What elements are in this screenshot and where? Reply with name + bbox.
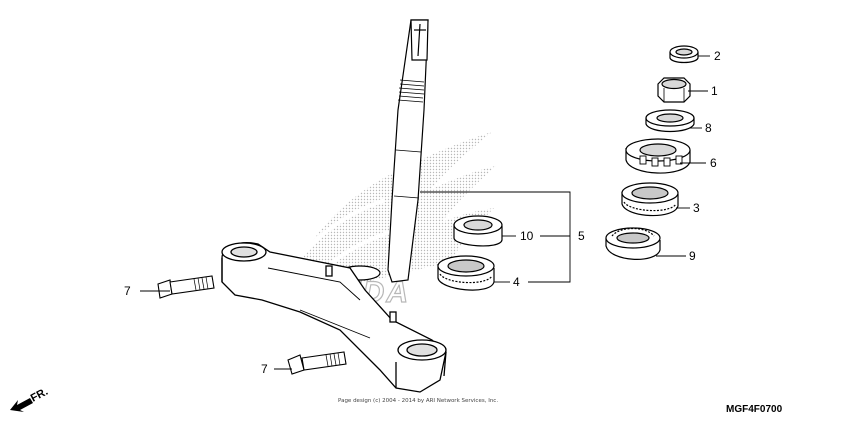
leader-lines (140, 55, 710, 370)
callout-2: 2 (714, 49, 721, 63)
callout-6: 6 (710, 156, 717, 170)
part-10-dust-seal (453, 215, 503, 247)
part-3-bearing (621, 182, 679, 217)
front-direction-marker: FR. (10, 386, 50, 412)
callout-7-lower: 7 (261, 362, 268, 376)
part-1-nut (657, 77, 691, 103)
callout-4: 4 (513, 275, 520, 289)
diagram-code: MGF4F0700 (726, 404, 783, 415)
bottom-bridge (221, 242, 447, 393)
callout-5: 5 (578, 229, 585, 243)
copyright-text: Page design (c) 2004 - 2014 by ARI Netwo… (338, 398, 498, 404)
bolt-7-lower (287, 351, 347, 375)
part-6-adjust-nut (625, 138, 691, 174)
part-4-bearing (437, 255, 495, 291)
callout-10: 10 (520, 229, 534, 243)
part-9-race (605, 227, 661, 260)
front-arrow-icon (10, 398, 33, 412)
callout-8: 8 (705, 121, 712, 135)
callout-9: 9 (689, 249, 696, 263)
part-8-lock-washer (645, 109, 695, 133)
callout-7-upper: 7 (124, 284, 131, 298)
callout-3: 3 (693, 201, 700, 215)
part-2-washer (669, 45, 699, 64)
callout-1: 1 (711, 84, 718, 98)
bolt-7-upper (157, 275, 215, 299)
front-label: FR. (29, 386, 50, 405)
